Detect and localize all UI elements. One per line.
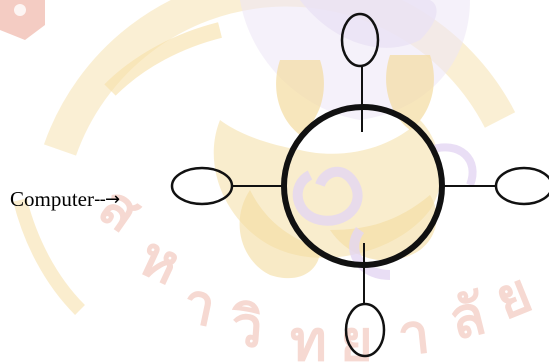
svg-text:ท: ท: [290, 309, 327, 363]
svg-text:วิ: วิ: [228, 294, 264, 361]
computer-label: Computer--→: [10, 189, 119, 210]
svg-text:ห: ห: [129, 224, 190, 299]
svg-text:ลั: ลั: [443, 282, 493, 354]
computer-label-text: Computer: [10, 187, 94, 211]
svg-text:า: า: [395, 301, 433, 363]
svg-text:ย: ย: [486, 260, 541, 333]
node-right: [496, 168, 549, 204]
computer-arrow: --→: [94, 189, 119, 210]
svg-text:า: า: [177, 270, 221, 340]
